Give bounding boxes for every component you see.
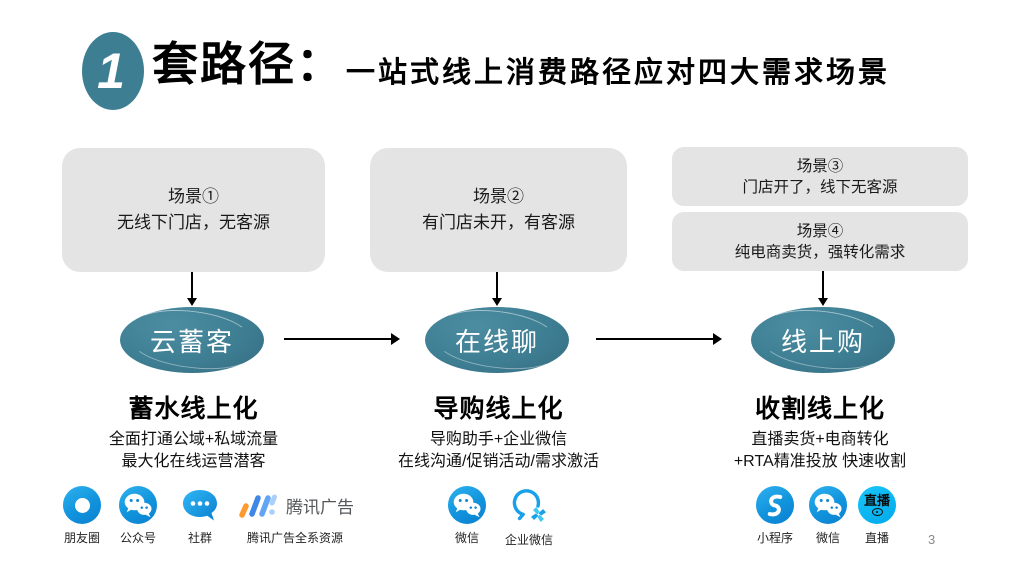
body-line: 全面打通公域+私域流量: [108, 431, 279, 448]
down-arrow-icon: [187, 272, 197, 306]
body-line: 在线沟通/促销活动/需求激活: [398, 453, 599, 470]
live-icon-text: 直播: [863, 493, 890, 508]
tencent-ads-logo-text: 腾讯广告: [286, 497, 354, 517]
down-arrow-icon: [818, 271, 828, 306]
app-icon-item: 微信: [796, 486, 860, 546]
page-number: 3: [928, 532, 936, 547]
app-icon-item: 小程序: [743, 486, 807, 546]
slide-title: 套路径：: [152, 38, 344, 90]
body-line: 导购助手+企业微信: [429, 431, 568, 448]
icon-label: 小程序: [756, 531, 793, 545]
step-number: 1: [97, 43, 125, 99]
eye-icon: [871, 508, 883, 516]
scene-box-2: 场景② 有门店未开，有客源: [370, 148, 627, 272]
down-arrow-icon: [492, 272, 502, 306]
stage-label: 线上购: [780, 326, 865, 357]
right-arrow-icon: [284, 333, 400, 345]
app-icon-item: 公众号: [106, 486, 170, 546]
wecom-icon: [512, 489, 546, 522]
icon-label: 公众号: [119, 531, 156, 545]
app-icon-item: 直播 直播: [845, 486, 909, 546]
mini-program-icon: [756, 486, 794, 524]
community-icon: [183, 490, 217, 521]
icon-label: 微信: [454, 531, 479, 545]
app-icon-item: 社群: [168, 486, 232, 546]
app-icon-item: 朋友圈: [50, 486, 114, 546]
scene-desc: 门店开了，线下无客源: [742, 178, 898, 196]
stage-ellipse-online-purchase: 线上购: [751, 307, 895, 373]
stage-label: 云蓄客: [149, 326, 234, 357]
scene-box-4: 场景④ 纯电商卖货，强转化需求: [672, 212, 968, 271]
scene-title: 场景②: [473, 187, 524, 206]
wechat-icon: [448, 486, 486, 524]
app-icon-item: 微信: [435, 486, 499, 546]
stage-ellipse-online-chat: 在线聊: [425, 307, 569, 373]
scene-desc: 无线下门店，无客源: [117, 213, 270, 232]
scene-desc: 纯电商卖货，强转化需求: [734, 243, 906, 261]
right-arrow-icon: [596, 333, 722, 345]
column-body-1: 全面打通公域+私域流量 最大化在线运营潜客: [62, 429, 325, 473]
slide-subtitle: 一站式线上消费路径应对四大需求场景: [346, 57, 891, 89]
icon-label: 企业微信: [504, 533, 553, 547]
step-number-badge: 1: [82, 32, 144, 110]
app-icon-item: 企业微信: [497, 486, 561, 548]
wechat-official-account-icon: [119, 486, 157, 524]
column-heading-2: 导购线上化: [433, 395, 564, 423]
wechat-icon: [809, 486, 847, 524]
icon-label: 朋友圈: [63, 531, 100, 545]
icon-label: 腾讯广告全系资源: [246, 531, 343, 545]
icon-label: 微信: [815, 531, 840, 545]
icon-label: 社群: [187, 531, 212, 545]
column-body-3: 直播卖货+电商转化 +RTA精准投放 快速收割: [672, 429, 968, 473]
scene-box-1: 场景① 无线下门店，无客源: [62, 148, 325, 272]
tencent-ads-logo: [239, 494, 277, 518]
column-heading-3: 收割线上化: [754, 395, 885, 423]
scene-title: 场景④: [796, 222, 844, 240]
body-line: +RTA精准投放 快速收割: [733, 453, 907, 470]
scene-box-3: 场景③ 门店开了，线下无客源: [672, 147, 968, 206]
body-line: 直播卖货+电商转化: [751, 431, 889, 448]
icon-label: 直播: [864, 531, 889, 545]
column-body-2: 导购助手+企业微信 在线沟通/促销活动/需求激活: [370, 429, 627, 473]
column-heading-1: 蓄水线上化: [128, 395, 259, 423]
scene-title: 场景③: [796, 157, 844, 175]
scene-title: 场景①: [168, 187, 219, 206]
app-icon-item: 腾讯广告 腾讯广告全系资源: [230, 486, 360, 546]
body-line: 最大化在线运营潜客: [121, 453, 266, 470]
live-icon: 直播: [858, 486, 896, 524]
stage-ellipse-cloud-customer: 云蓄客: [120, 307, 264, 373]
scene-desc: 有门店未开，有客源: [422, 213, 575, 232]
stage-label: 在线聊: [454, 326, 539, 357]
moments-icon: [63, 486, 101, 524]
